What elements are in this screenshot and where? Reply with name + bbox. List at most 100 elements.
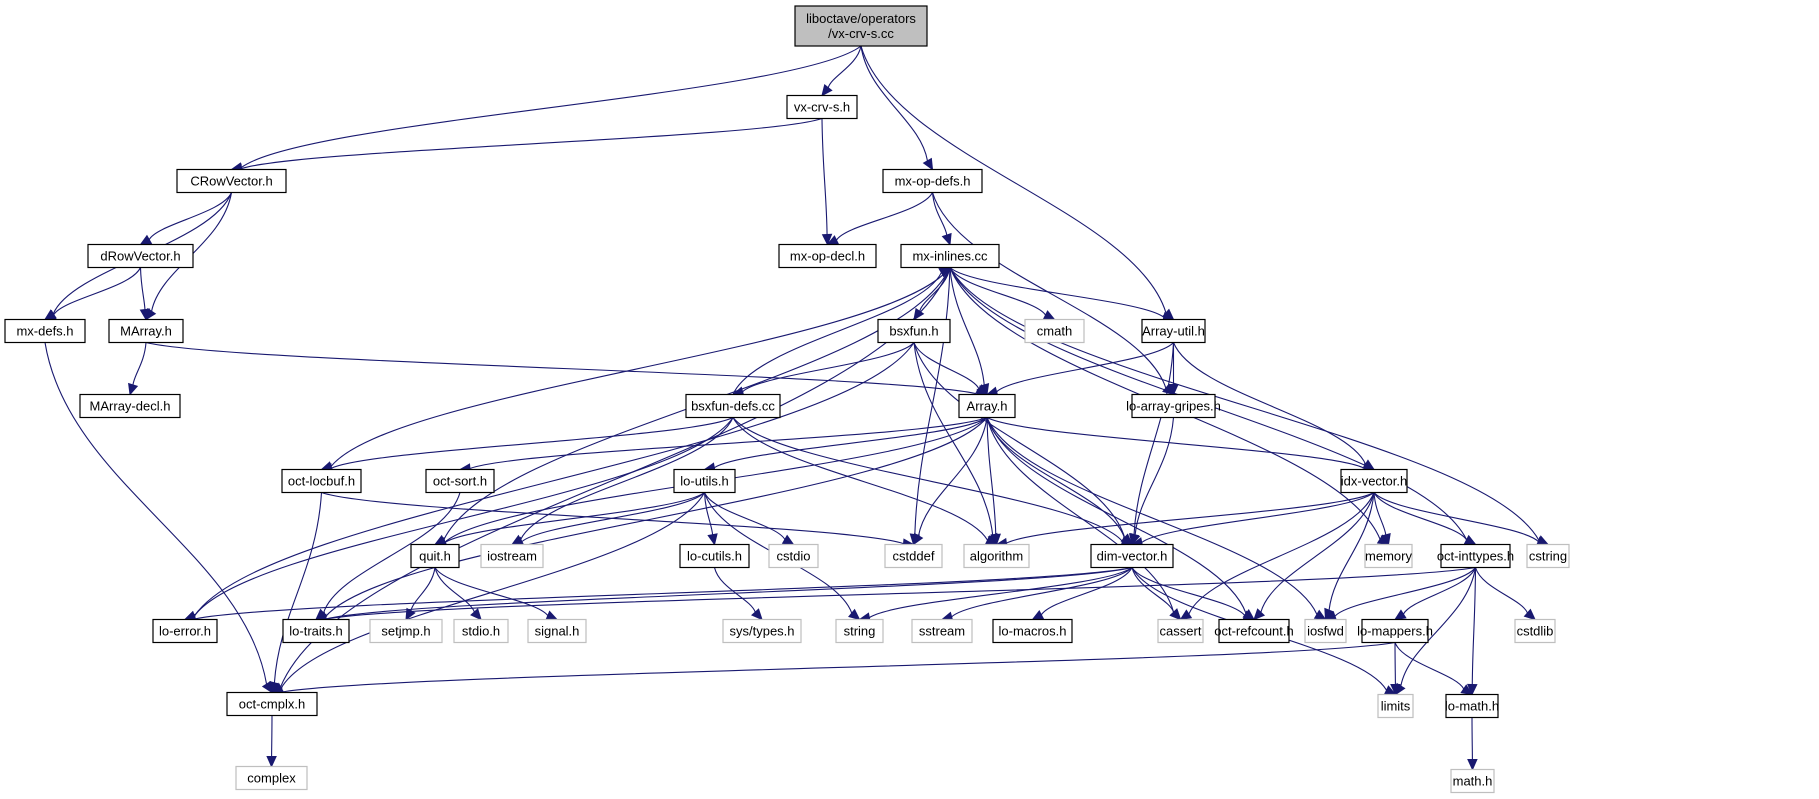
node-algorithm: algorithm — [963, 543, 1030, 569]
node-oct-refcount-h[interactable]: oct-refcount.h — [1214, 618, 1294, 644]
node-mx-op-decl-h[interactable]: mx-op-decl.h — [778, 243, 877, 269]
edge-mx-inlines-cc-to-oct-locbuf-h — [330, 267, 951, 467]
arrowhead-icon — [128, 382, 139, 396]
edge-array-h-to-lo-traits-h — [325, 417, 988, 617]
node-label: signal.h — [535, 624, 580, 639]
node-mx-op-defs-h[interactable]: mx-op-defs.h — [882, 168, 983, 194]
node-limits: limits — [1377, 693, 1414, 719]
edge-bsxfun-defs-cc-to-oct-locbuf-h — [331, 417, 734, 469]
edge-lo-array-gripes-h-to-dim-vector-h — [1134, 417, 1175, 536]
arrowhead-icon — [848, 608, 861, 621]
node-crowvector-h[interactable]: CRowVector.h — [176, 168, 287, 194]
node-bsxfun-defs-cc[interactable]: bsxfun-defs.cc — [685, 393, 781, 419]
node-lo-error-h[interactable]: lo-error.h — [152, 618, 218, 644]
node-mx-inlines-cc[interactable]: mx-inlines.cc — [900, 243, 1000, 269]
node-root[interactable]: liboctave/operators/vx-crv-s.cc — [794, 5, 928, 47]
node-label: iostream — [487, 549, 537, 564]
node-label: oct-cmplx.h — [239, 697, 305, 712]
node-lo-math-h[interactable]: lo-math.h — [1445, 693, 1499, 719]
edge-marray-h-to-array-h — [145, 341, 978, 395]
edge-mx-inlines-cc-to-cmath — [949, 267, 1047, 316]
edge-dim-vector-h-to-oct-refcount-h — [1131, 567, 1246, 616]
node-quit-h[interactable]: quit.h — [410, 543, 460, 569]
node-box — [1141, 318, 1206, 344]
node-oct-cmplx-h[interactable]: oct-cmplx.h — [226, 691, 318, 717]
edge-drowvector-h-to-mx-defs-h — [53, 267, 141, 316]
node-oct-sort-h[interactable]: oct-sort.h — [425, 468, 495, 494]
edge-array-util-h-to-dim-vector-h — [1133, 342, 1175, 535]
node-box — [527, 618, 587, 644]
node-lo-traits-h[interactable]: lo-traits.h — [282, 618, 350, 644]
node-label: lo-math.h — [1445, 699, 1499, 714]
edge-root-to-array-util-h — [860, 45, 1167, 314]
node-label: string — [844, 624, 876, 639]
edge-lo-utils-h-to-cstdio — [703, 492, 786, 540]
node-box — [911, 618, 973, 644]
arrowhead-icon — [139, 234, 153, 246]
edge-mx-op-defs-h-to-mx-inlines-cc — [931, 192, 948, 236]
edge-root-to-mx-op-defs-h — [860, 45, 929, 161]
node-idx-vector-h[interactable]: idx-vector.h — [1340, 468, 1408, 494]
node-lo-utils-h[interactable]: lo-utils.h — [673, 468, 736, 494]
edge-quit-h-to-setjmp-h — [410, 567, 436, 611]
arrowhead-icon — [1460, 684, 1474, 696]
node-label: limits — [1381, 699, 1411, 714]
node-box — [453, 618, 509, 644]
arrowhead-icon — [941, 232, 952, 246]
node-dim-vector-h[interactable]: dim-vector.h — [1090, 543, 1174, 569]
node-label: oct-sort.h — [433, 474, 487, 489]
edge-oct-inttypes-h-to-iosfwd — [1334, 567, 1476, 617]
edge-bsxfun-defs-cc-to-algorithm — [732, 417, 988, 541]
arrowhead-icon — [470, 608, 482, 621]
edge-mx-inlines-cc-to-array-util-h — [949, 267, 1165, 318]
node-lo-mappers-h[interactable]: lo-mappers.h — [1357, 618, 1433, 644]
node-label: Array.h — [967, 399, 1008, 414]
node-marray-h[interactable]: MArray.h — [108, 318, 184, 344]
node-lo-array-gripes-h[interactable]: lo-array-gripes.h — [1126, 393, 1221, 419]
node-marray-decl-h[interactable]: MArray-decl.h — [79, 393, 181, 419]
node-box — [679, 543, 750, 569]
edge-mx-op-defs-h-to-mx-op-decl-h — [835, 192, 933, 241]
node-label: cmath — [1037, 324, 1072, 339]
node-box — [1361, 618, 1429, 644]
arrowhead-icon — [266, 755, 277, 768]
node-oct-inttypes-h[interactable]: oct-inttypes.h — [1437, 543, 1514, 569]
node-box — [1364, 543, 1413, 569]
nodes-layer: liboctave/operators/vx-crv-s.cc vx-crv-s.… — [4, 5, 1570, 794]
node-array-util-h[interactable]: Array-util.h — [1141, 318, 1206, 344]
arrowhead-icon — [1179, 609, 1193, 621]
node-vx-crv-s-h[interactable]: vx-crv-s.h — [786, 94, 858, 120]
node-label: iosfwd — [1307, 624, 1344, 639]
edge-idx-vector-h-to-oct-inttypes-h — [1373, 492, 1468, 541]
arrowhead-icon — [1313, 609, 1327, 621]
node-label: lo-traits.h — [289, 624, 342, 639]
node-box — [1131, 393, 1216, 419]
node-box — [1526, 543, 1570, 569]
node-label: idx-vector.h — [1341, 474, 1407, 489]
node-signal-h: signal.h — [527, 618, 587, 644]
edge-idx-vector-h-to-oct-refcount-h — [1260, 492, 1375, 613]
arrowhead-icon — [1253, 608, 1266, 621]
edge-bsxfun-defs-cc-to-dim-vector-h — [732, 417, 1123, 542]
node-box — [410, 543, 460, 569]
node-label: MArray-decl.h — [90, 399, 171, 414]
node-string: string — [835, 618, 884, 644]
edge-array-h-to-iosfwd — [986, 417, 1318, 615]
node-box — [1340, 468, 1408, 494]
node-lo-macros-h[interactable]: lo-macros.h — [992, 618, 1073, 644]
node-cmath: cmath — [1024, 318, 1085, 344]
node-oct-locbuf-h[interactable]: oct-locbuf.h — [281, 468, 362, 494]
node-box — [768, 543, 819, 569]
edge-oct-sort-h-to-lo-traits-h — [322, 492, 461, 614]
node-drowvector-h[interactable]: dRowVector.h — [87, 243, 194, 269]
node-memory: memory — [1364, 543, 1413, 569]
node-box — [884, 543, 943, 569]
node-mx-defs-h[interactable]: mx-defs.h — [4, 318, 86, 344]
arrowhead-icon — [821, 83, 833, 97]
node-array-h[interactable]: Array.h — [958, 393, 1016, 419]
edge-mx-op-defs-h-to-lo-array-gripes-h — [931, 192, 1167, 389]
node-bsxfun-h[interactable]: bsxfun.h — [877, 318, 951, 344]
node-lo-cutils-h[interactable]: lo-cutils.h — [679, 543, 750, 569]
node-label: cstdio — [777, 549, 811, 564]
node-box — [369, 618, 443, 644]
